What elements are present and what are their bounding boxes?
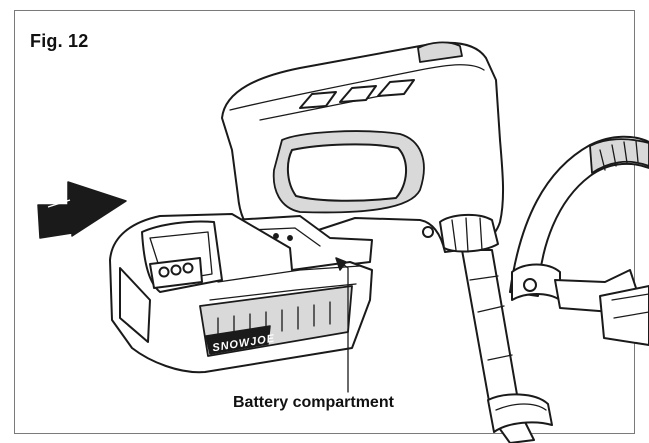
battery-compartment-caption: Battery compartment	[233, 394, 394, 411]
power-head-housing	[221, 41, 505, 253]
insertion-arrow-icon	[37, 181, 127, 239]
auxiliary-handle	[509, 135, 649, 346]
figure-label: Fig. 12	[30, 31, 89, 51]
callout-leader	[335, 257, 349, 393]
trimmer-shaft	[461, 249, 553, 443]
